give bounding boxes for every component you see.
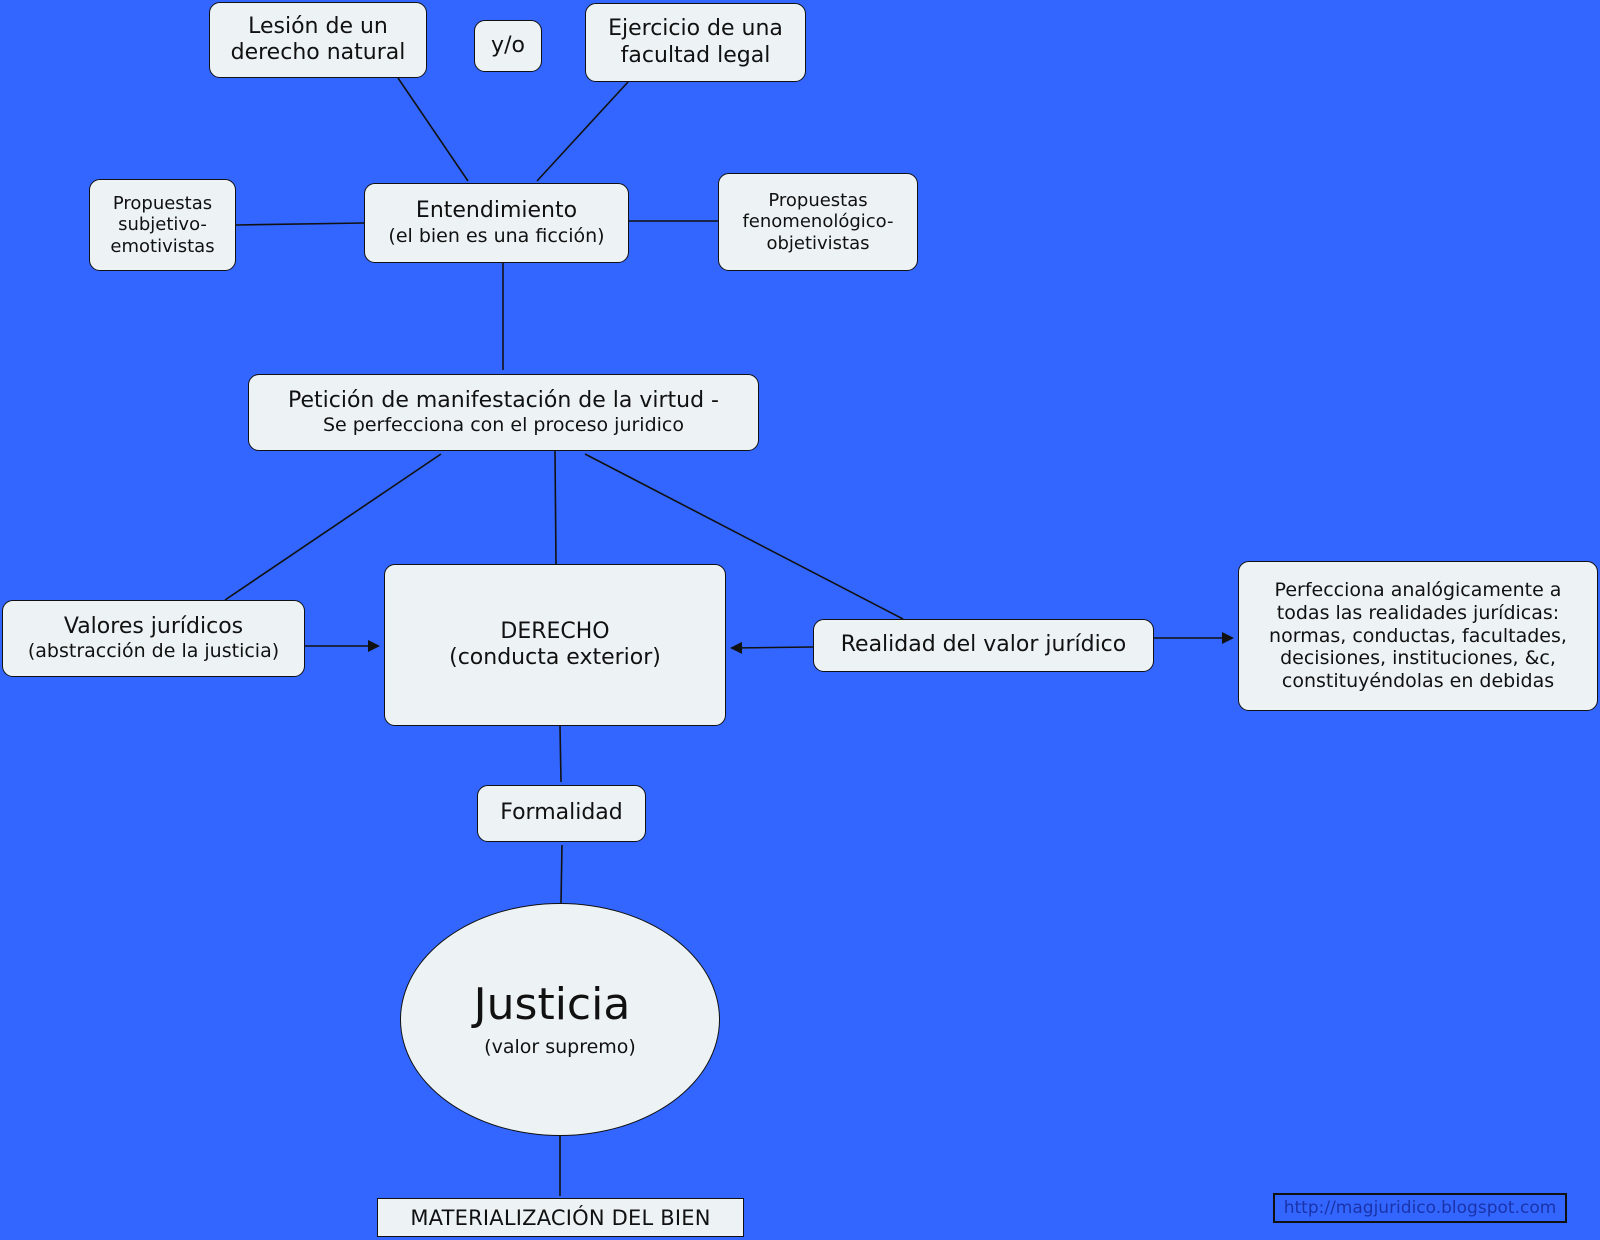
node-valores-juridicos: Valores jurídicos (abstracción de la jus… [2, 600, 305, 677]
node-text: constituyéndolas en debidas [1281, 670, 1555, 693]
node-text: fenomenológico- [742, 211, 894, 233]
node-propuestas-subjetivo-emotivistas: Propuestas subjetivo- emotivistas [89, 179, 236, 271]
node-text: emotivistas [110, 235, 215, 257]
node-lesion-derecho-natural: Lesión de un derecho natural [209, 2, 427, 78]
edge-realidad-derecho [730, 641, 814, 654]
edge-lesion-entendimiento [397, 77, 469, 182]
node-subtitle: Se perfecciona con el proceso juridico [322, 414, 684, 437]
node-title: Justicia [473, 979, 631, 1031]
node-text: decisiones, instituciones, &c, [1280, 647, 1556, 670]
edge-peticion-realidad [584, 453, 904, 620]
node-propuestas-fenomenologico-objetivistas: Propuestas fenomenológico- objetivistas [718, 173, 918, 271]
node-text: subjetivo- [118, 214, 207, 236]
node-perfecciona-analogicamente: Perfecciona analógicamente a todas las r… [1238, 561, 1598, 711]
node-y-o: y/o [474, 20, 542, 72]
node-text: MATERIALIZACIÓN DEL BIEN [410, 1205, 711, 1230]
node-text: Lesión de un [248, 13, 388, 39]
node-entendimiento: Entendimiento (el bien es una ficción) [364, 183, 629, 263]
node-text: todas las realidades jurídicas: [1276, 601, 1560, 624]
node-materializacion-del-bien: MATERIALIZACIÓN DEL BIEN [377, 1198, 744, 1237]
edge-formalidad-justicia [560, 844, 563, 904]
node-formalidad: Formalidad [477, 785, 646, 842]
node-ejercicio-facultad-legal: Ejercicio de una facultad legal [585, 3, 806, 82]
node-subtitle: (valor supremo) [484, 1035, 636, 1058]
edge-peticion-valores [224, 453, 442, 601]
node-title: DERECHO [500, 618, 610, 644]
node-text: Propuestas [768, 189, 868, 211]
node-text: Perfecciona analógicamente a [1274, 579, 1562, 601]
node-text: normas, conductas, facultades, [1269, 624, 1567, 647]
edge-ejercicio-entendimiento [536, 81, 629, 182]
edge-peticion-derecho [554, 450, 557, 565]
node-text: facultad legal [620, 42, 771, 68]
node-justicia: Justicia (valor supremo) [400, 903, 720, 1136]
node-subtitle: (abstracción de la justicia) [27, 640, 280, 663]
node-text: objetivistas [766, 232, 870, 254]
node-text: Formalidad [500, 800, 623, 826]
node-title: Petición de manifestación de la virtud - [288, 387, 719, 413]
watermark-text: http://magjuridico.blogspot.com [1283, 1198, 1557, 1218]
edge-derecho-formalidad [559, 725, 562, 783]
node-title: Valores jurídicos [63, 613, 244, 639]
watermark-url: http://magjuridico.blogspot.com [1273, 1193, 1567, 1223]
node-derecho: DERECHO (conducta exterior) [384, 564, 726, 726]
node-text: Ejercicio de una [608, 16, 783, 42]
node-text: y/o [491, 32, 525, 58]
node-text: derecho natural [230, 40, 406, 65]
node-text: Propuestas [112, 192, 213, 214]
node-title: Entendimiento [415, 198, 578, 224]
node-subtitle: (el bien es una ficción) [388, 224, 605, 247]
node-text: Realidad del valor jurídico [840, 632, 1127, 658]
node-realidad-valor-juridico: Realidad del valor jurídico [813, 619, 1154, 672]
node-peticion-manifestacion-virtud: Petición de manifestación de la virtud -… [248, 374, 759, 451]
edge-subjetivo-entendimiento [235, 222, 365, 226]
node-subtitle: (conducta exterior) [449, 645, 661, 670]
